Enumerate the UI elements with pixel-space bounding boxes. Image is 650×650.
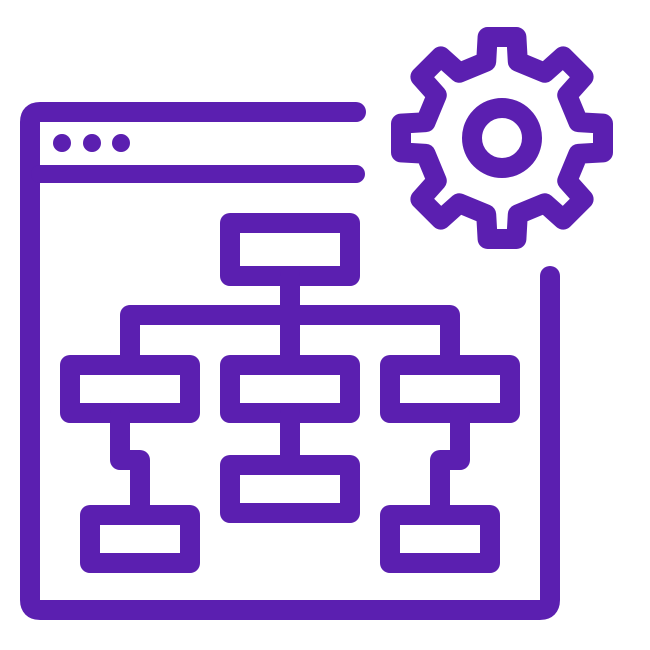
gear-hub xyxy=(462,98,542,178)
sitemap-connector xyxy=(110,403,150,525)
sitemap-level2-box-left xyxy=(80,505,200,573)
browser-window-icon xyxy=(20,102,560,620)
window-dot-icon xyxy=(53,134,71,152)
sitemap-connector xyxy=(120,305,460,375)
gear-icon xyxy=(391,27,613,249)
sitemap-level2-box-right xyxy=(380,505,500,573)
sitemap-icon xyxy=(60,213,520,573)
sitemap-level1-box-left xyxy=(60,355,200,423)
window-dot-icon xyxy=(83,134,101,152)
gear-outline xyxy=(391,27,613,249)
sitemap-level2-box-center xyxy=(220,455,360,523)
browser-window-frame xyxy=(20,102,560,620)
sitemap-level1-box-right xyxy=(380,355,520,423)
sitemap-connector xyxy=(430,403,470,525)
window-dot-icon xyxy=(112,134,130,152)
